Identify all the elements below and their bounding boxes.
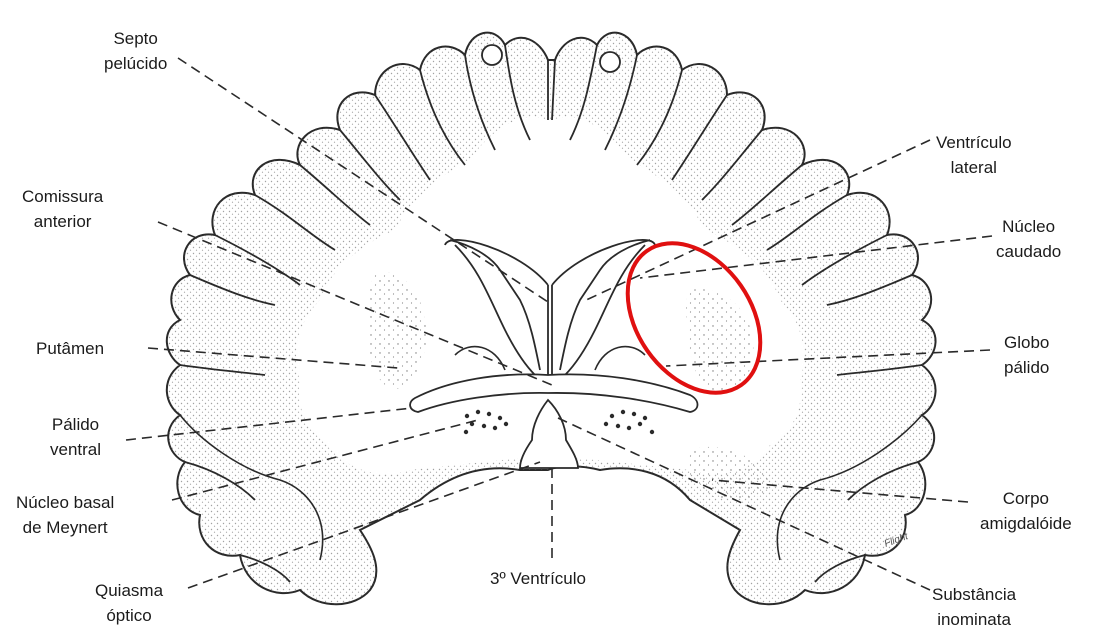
label-nucleo-caudado: Núcleo caudado [996,214,1061,264]
label-comissura-anterior: Comissura anterior [22,184,103,234]
label-corpo-amigdaloide: Corpo amigdalóide [980,486,1072,536]
label-substancia-inominata: Substância inominata [932,582,1016,632]
label-quiasma-optico: Quiasma óptico [95,578,163,628]
label-septo-pelucido: Septo pelúcido [104,26,167,76]
label-globo-palido: Globo pálido [1004,330,1049,380]
top-circle-left [482,45,502,65]
top-circle-right [600,52,620,72]
label-palido-ventral: Pálido ventral [50,412,101,462]
label-nucleo-basal: Núcleo basal de Meynert [16,490,114,540]
label-ventriculo-lateral: Ventrículo lateral [936,130,1012,180]
label-terceiro-ventriculo: 3º Ventrículo [490,566,586,591]
label-putamen: Putâmen [36,336,104,361]
